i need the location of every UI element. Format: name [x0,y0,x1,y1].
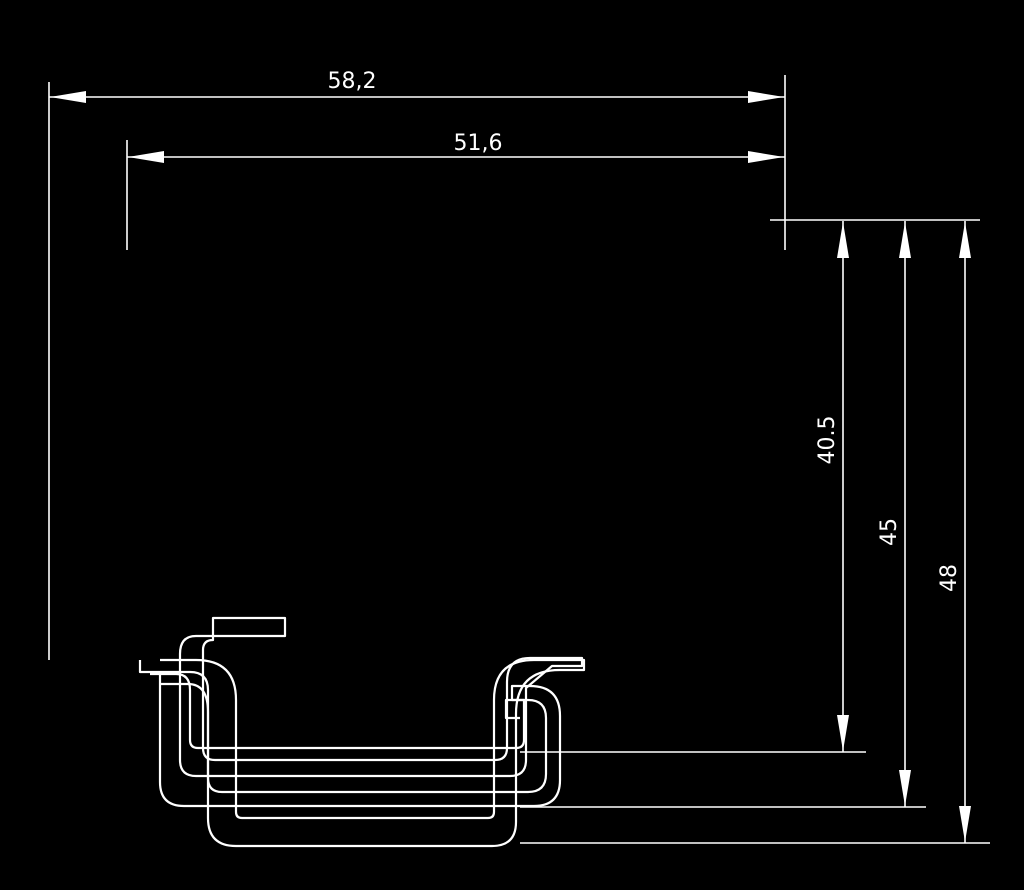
rail-profile-d [150,672,526,750]
dimension-label-58-2: 58,2 [328,69,377,94]
arrowhead-right [748,151,784,163]
dimension-48: 48 [520,221,990,844]
arrowhead-bottom [899,770,911,806]
dimension-label-45: 45 [877,518,902,546]
arrowhead-top [837,222,849,258]
dimension-label-51-6: 51,6 [454,131,503,156]
arrowhead-bottom [959,806,971,842]
dimension-58-2: 58,2 [48,69,786,660]
arrowhead-top [959,222,971,258]
dimension-label-48: 48 [937,564,962,592]
arrowhead-left [128,151,164,163]
arrowhead-top [899,222,911,258]
dimension-label-40-5: 40.5 [815,416,840,465]
arrowhead-right [748,91,784,103]
dimension-40-5: 40.5 [520,221,866,753]
rail-profile-c [160,658,586,848]
rail-profiles [138,616,586,848]
arrowhead-left [50,91,86,103]
dimension-51-6: 51,6 [126,131,785,250]
arrowhead-bottom [837,715,849,751]
dimension-45: 45 [520,221,926,808]
